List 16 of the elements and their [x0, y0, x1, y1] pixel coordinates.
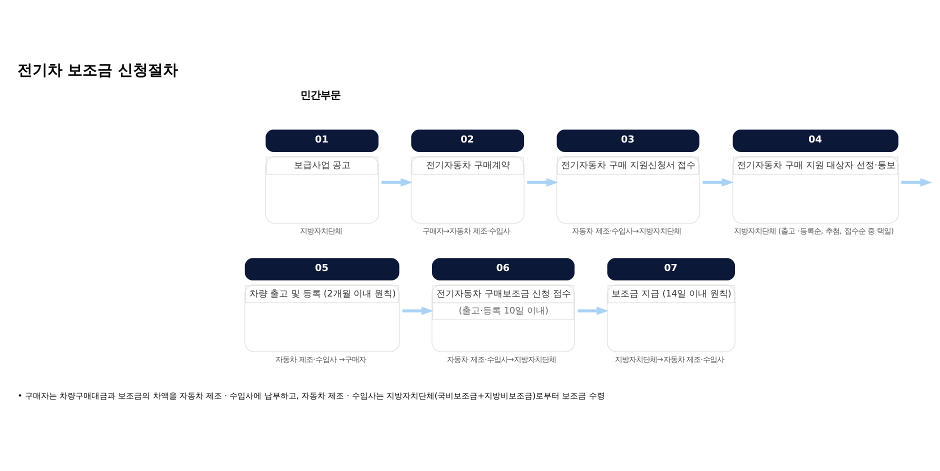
arrow — [382, 178, 413, 187]
arrow — [578, 306, 608, 316]
arrow — [702, 178, 734, 187]
node-label: 지방자치단체→자동차 제조·수입사 — [615, 355, 724, 364]
label: 민간부문 — [300, 90, 341, 102]
node-label: 자동차 제조·수입사 →구매자 — [276, 355, 366, 364]
node-label: 자동차 제조·수입사→지방자치단체 — [572, 226, 681, 236]
arrow — [402, 306, 434, 316]
node-label: 지방자치단체 — [300, 226, 342, 236]
diagram-title: 전기차 보조금 신청절차 — [18, 61, 178, 80]
node-label: 구매자→자동차 제조·수입사 — [422, 226, 510, 236]
arrow — [527, 178, 558, 187]
node-label: 자동차 제조·수입사→지방자치단체 — [447, 355, 556, 364]
label: • 구매자는 차량구매대금과 보조금의 차액을 자동차 제조 · 수입사에 납부하고, 자동차 제조 · 수입사는 지방자치단체(국비보조금+지방비보조금)로부터 보조금 수령 — [18, 390, 605, 401]
node-label: 지방자치단체 (출고 ·등록순, 추첨, 접수순 중 택일) — [734, 226, 894, 236]
arrow — [901, 178, 932, 187]
